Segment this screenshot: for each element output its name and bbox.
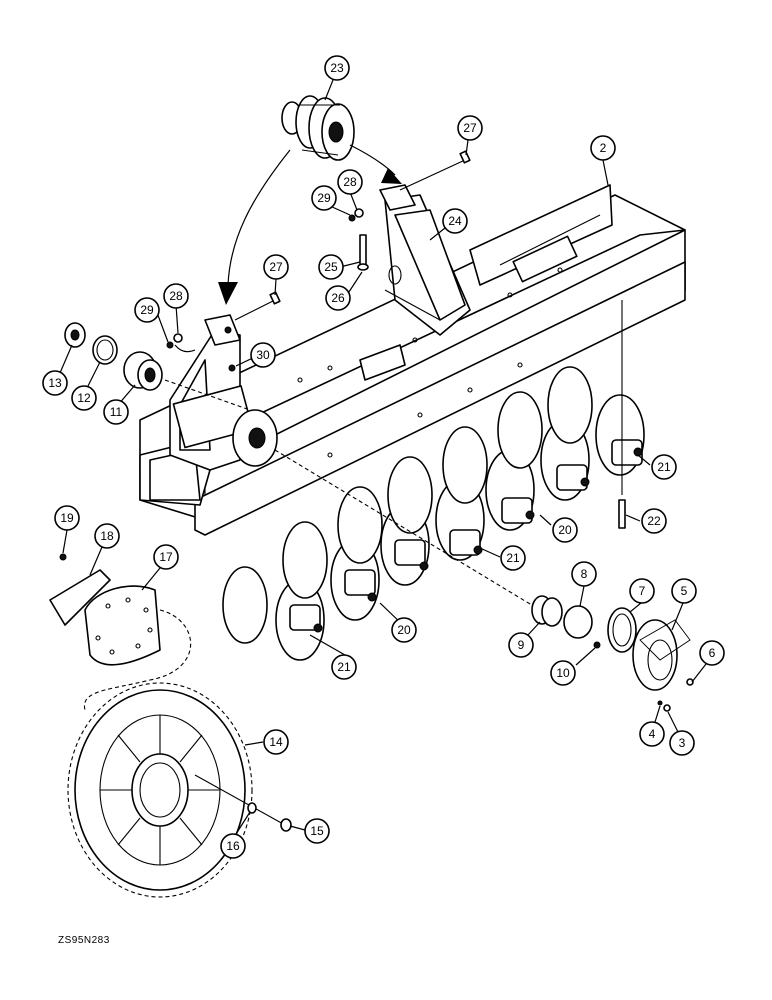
svg-text:21: 21 (337, 660, 351, 674)
callout-10: 10 (550, 660, 576, 686)
callout-27: 27 (457, 115, 483, 141)
svg-text:9: 9 (518, 638, 525, 652)
callout-5: 5 (671, 578, 697, 604)
callout-20: 20 (552, 517, 578, 543)
callout-22: 22 (641, 508, 667, 534)
rear-bracket (379, 184, 471, 336)
callout-23: 23 (324, 55, 350, 81)
svg-text:7: 7 (639, 584, 646, 598)
svg-text:30: 30 (256, 348, 270, 362)
assembly-arrows (218, 144, 402, 305)
callout-24: 24 (442, 208, 468, 234)
seal-and-bushing-parts (64, 322, 251, 411)
svg-text:21: 21 (657, 460, 671, 474)
callout-27: 27 (263, 254, 289, 280)
callout-29: 29 (311, 185, 337, 211)
svg-text:2: 2 (600, 141, 607, 155)
svg-text:17: 17 (159, 550, 173, 564)
callout-6: 6 (699, 640, 725, 666)
svg-text:28: 28 (169, 289, 183, 303)
roller-2 (282, 521, 380, 621)
svg-text:4: 4 (649, 727, 656, 741)
svg-text:24: 24 (448, 214, 462, 228)
callout-14: 14 (263, 729, 289, 755)
callout-21: 21 (331, 654, 357, 680)
svg-text:20: 20 (558, 523, 572, 537)
svg-text:5: 5 (681, 584, 688, 598)
svg-text:29: 29 (317, 191, 331, 205)
svg-text:10: 10 (556, 666, 570, 680)
roller-5 (442, 426, 535, 531)
svg-text:23: 23 (330, 61, 344, 75)
callout-13: 13 (42, 370, 68, 396)
svg-text:27: 27 (463, 121, 477, 135)
svg-text:21: 21 (506, 551, 520, 565)
svg-text:28: 28 (343, 175, 357, 189)
callout-20: 20 (391, 617, 417, 643)
svg-text:19: 19 (60, 511, 74, 525)
hardware-top (166, 150, 471, 372)
idler-wheel (281, 95, 355, 161)
svg-text:20: 20 (397, 623, 411, 637)
callout-8: 8 (571, 561, 597, 587)
svg-text:14: 14 (269, 735, 283, 749)
drawing-code: ZS95N283 (58, 935, 110, 946)
svg-text:6: 6 (709, 646, 716, 660)
svg-text:27: 27 (269, 260, 283, 274)
svg-text:13: 13 (48, 376, 62, 390)
svg-text:12: 12 (77, 391, 91, 405)
svg-text:3: 3 (679, 736, 686, 750)
track-rollers (222, 366, 645, 661)
callouts: 23 27 2 28 29 24 27 25 26 29 28 30 13 12… (42, 55, 725, 859)
svg-text:29: 29 (140, 303, 154, 317)
svg-text:18: 18 (100, 529, 114, 543)
callout-26: 26 (325, 285, 351, 311)
callout-25: 25 (318, 254, 344, 280)
svg-text:26: 26 (331, 291, 345, 305)
callout-3: 3 (669, 730, 695, 756)
callout-19: 19 (54, 505, 80, 531)
final-drive-parts (274, 300, 694, 712)
idler-yoke-assembly (169, 314, 278, 471)
callout-30: 30 (250, 342, 276, 368)
svg-text:16: 16 (226, 839, 240, 853)
callout-4: 4 (639, 721, 665, 747)
callout-21: 21 (500, 545, 526, 571)
callout-2: 2 (590, 135, 616, 161)
callout-17: 17 (153, 544, 179, 570)
callout-21: 21 (651, 454, 677, 480)
svg-text:11: 11 (110, 405, 123, 419)
svg-text:15: 15 (310, 824, 324, 838)
svg-text:22: 22 (647, 514, 661, 528)
callout-28: 28 (163, 283, 189, 309)
callout-15: 15 (304, 818, 330, 844)
callout-7: 7 (629, 578, 655, 604)
roller-1 (222, 566, 325, 661)
callout-12: 12 (71, 385, 97, 411)
callout-16: 16 (220, 833, 246, 859)
roller-7 (547, 366, 645, 476)
roller-6 (497, 391, 590, 501)
sprocket-assembly (49, 553, 292, 898)
callout-28: 28 (337, 169, 363, 195)
svg-text:8: 8 (581, 567, 588, 581)
callout-11: 11 (103, 399, 129, 425)
svg-text:25: 25 (324, 260, 338, 274)
callout-29: 29 (134, 297, 160, 323)
callout-9: 9 (508, 632, 534, 658)
callout-18: 18 (94, 523, 120, 549)
